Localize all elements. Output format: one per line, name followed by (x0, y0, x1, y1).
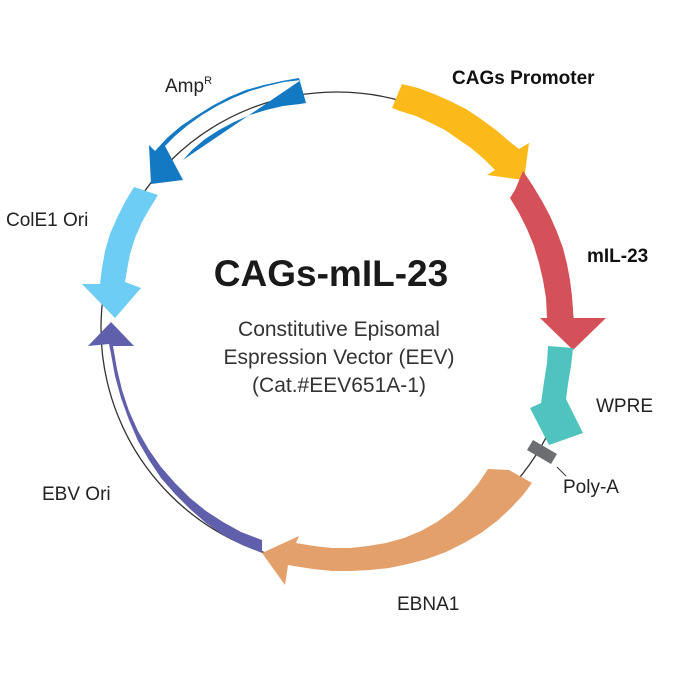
cole1-ori-arrow (82, 187, 158, 318)
ampr-label: AmpR (165, 75, 212, 97)
wpre-arrow (530, 346, 583, 445)
poly-a-marker (527, 440, 557, 464)
poly-a-label: Poly-A (563, 477, 619, 498)
ebna1-arrow (262, 469, 532, 585)
poly-a-leader-line (556, 466, 567, 477)
mil-23-label: mIL-23 (587, 246, 648, 267)
plasmid-subtitle-line-3: (Cat.#EEV651A-1) (252, 374, 426, 397)
ampr-label-main: Amp (165, 76, 204, 97)
cags-promoter-label: CAGs Promoter (452, 68, 595, 89)
ampr-label-superscript: R (204, 75, 212, 87)
ebv-ori-label: EBV Ori (42, 484, 111, 505)
cole1-ori-label: ColE1 Ori (6, 210, 88, 231)
ebna1-label: EBNA1 (397, 594, 459, 615)
cags-promoter-arrow (392, 84, 529, 180)
plasmid-name: CAGs-mIL-23 (214, 253, 448, 294)
ampr-arrow (149, 78, 306, 184)
plasmid-subtitle-line-1: Constitutive Episomal (238, 318, 440, 341)
plasmid-subtitle-line-2: Espression Vector (EEV) (223, 346, 454, 369)
wpre-label: WPRE (596, 396, 653, 417)
mil-23-arrow (510, 171, 606, 350)
